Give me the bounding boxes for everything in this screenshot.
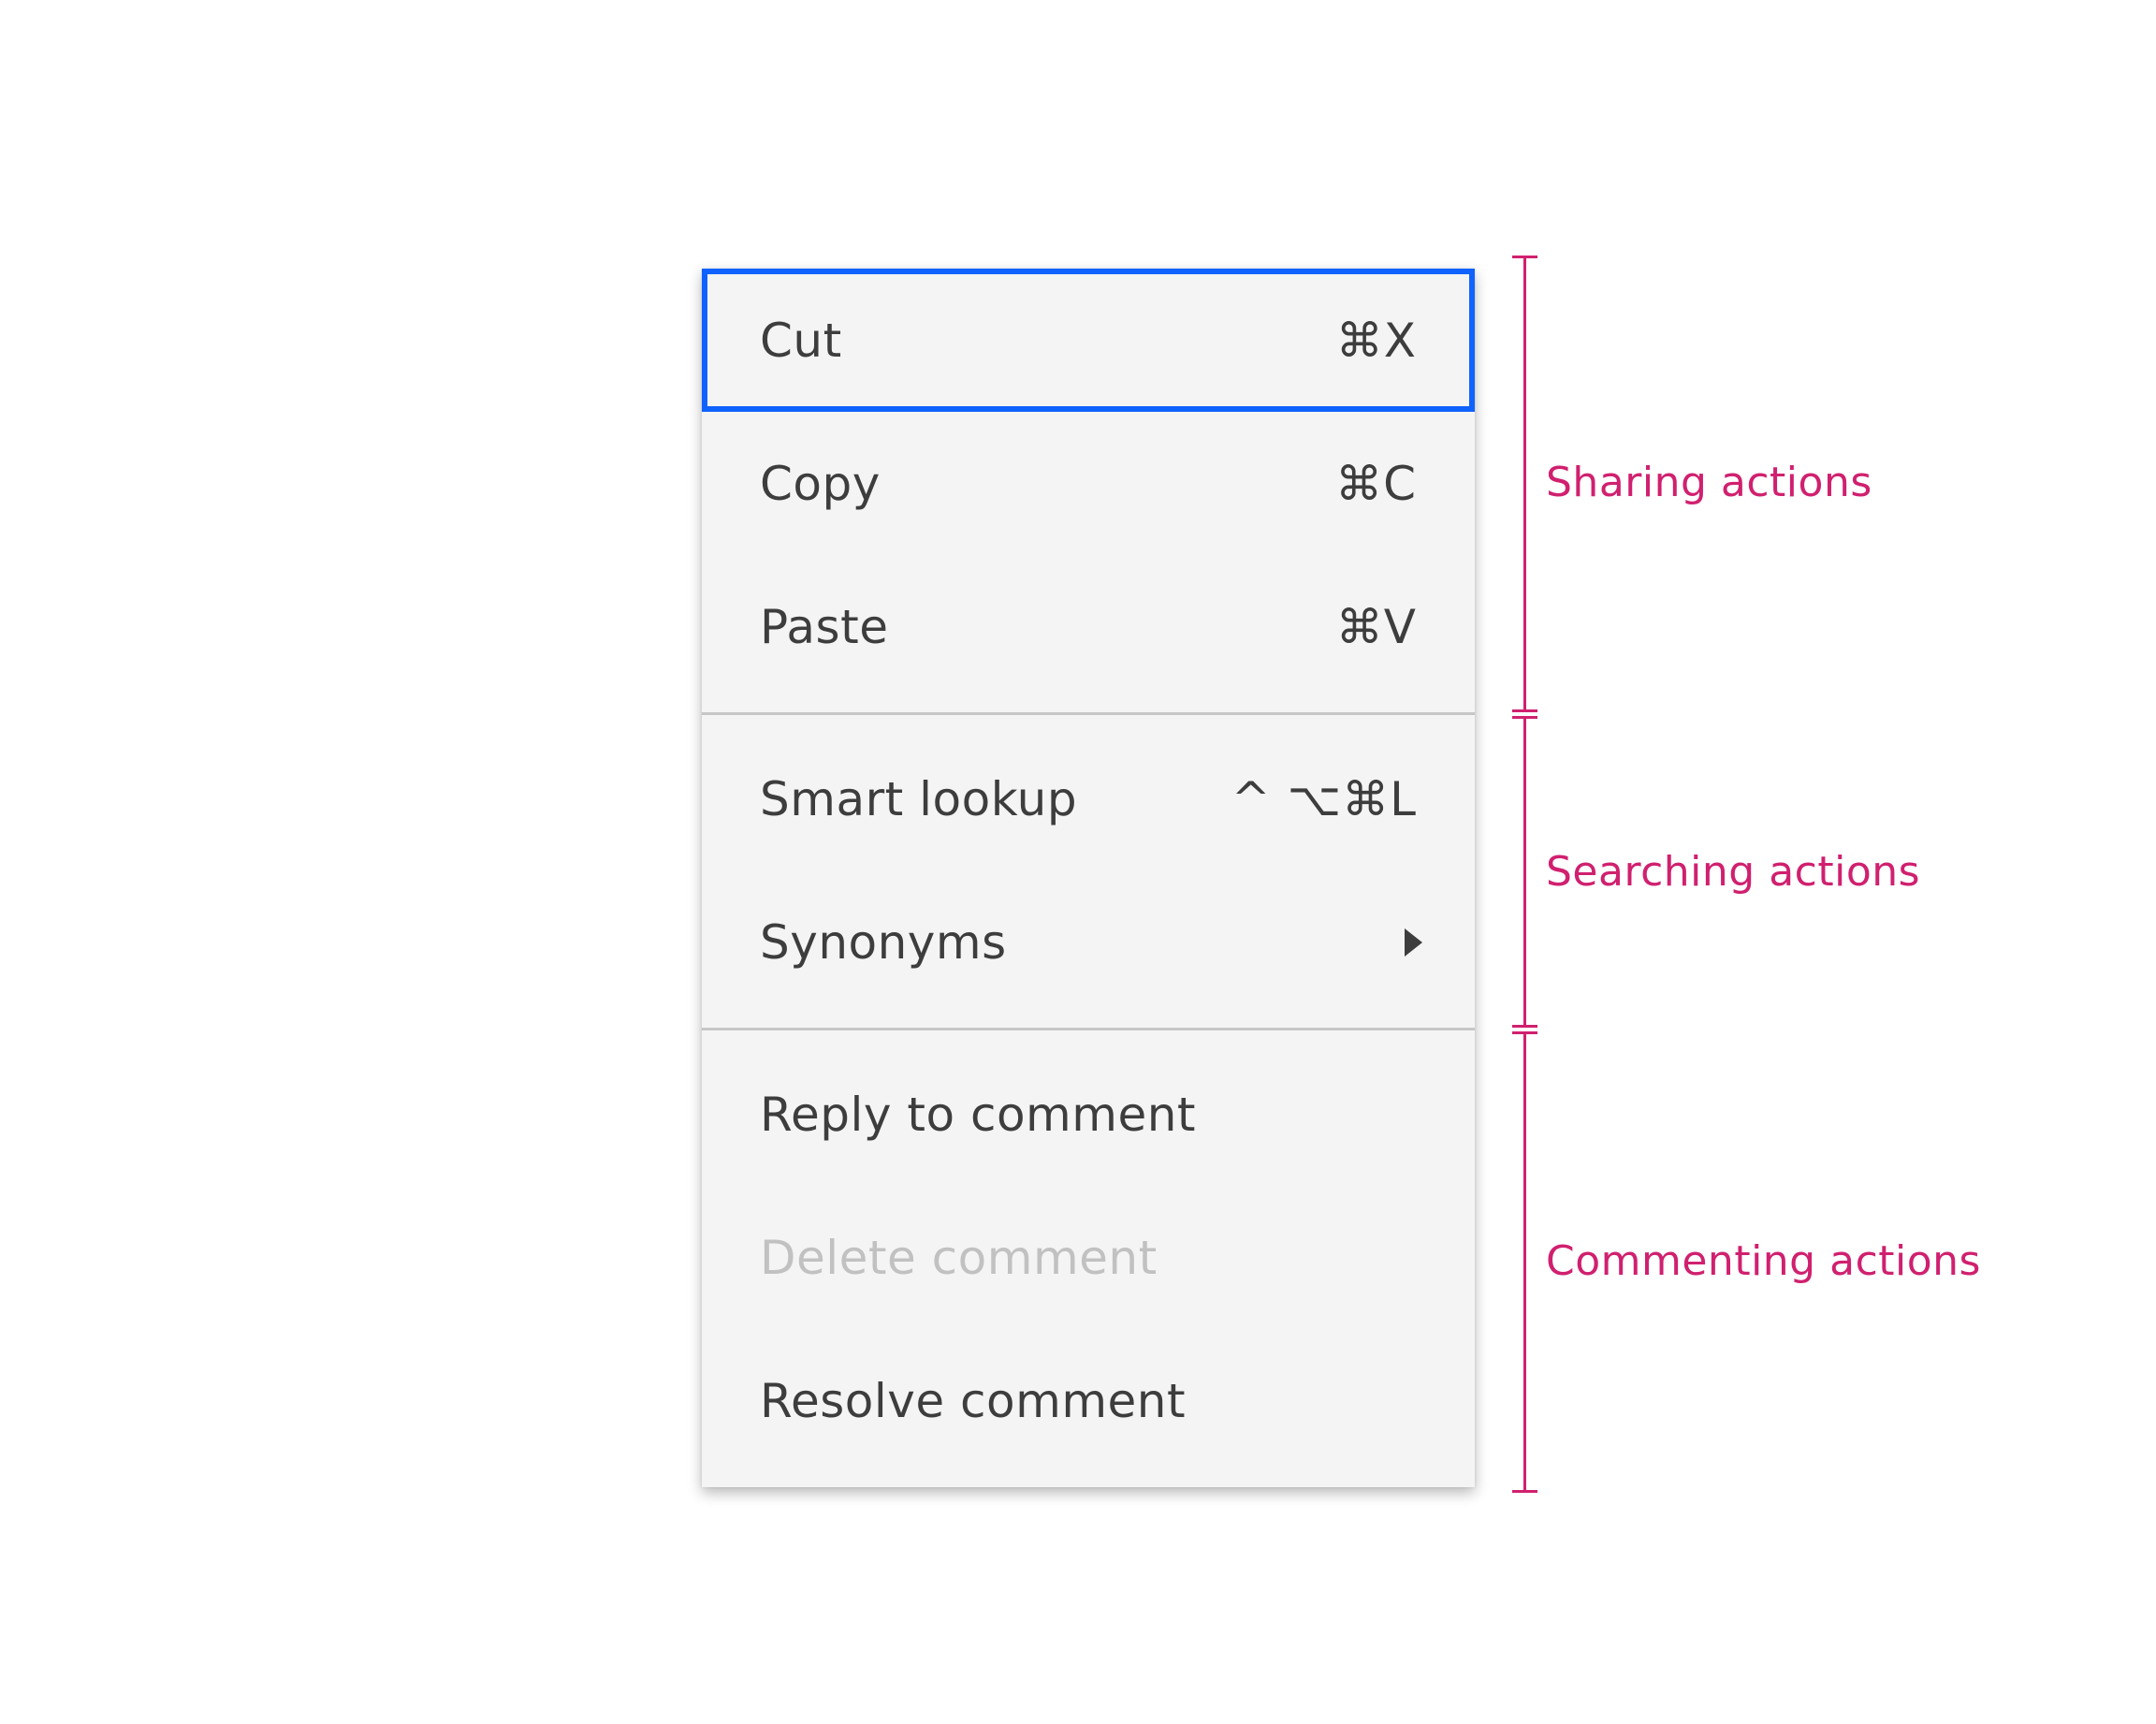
menu-divider — [702, 712, 1475, 715]
annotation-label-sharing: Sharing actions — [1546, 459, 1872, 506]
menu-item-delete-comment: Delete comment — [702, 1186, 1475, 1329]
annotation-label-searching: Searching actions — [1546, 848, 1921, 896]
annotation-label-commenting: Commenting actions — [1546, 1237, 1981, 1285]
menu-item-label: Copy — [760, 456, 881, 511]
keyboard-shortcut: ⌘X — [1335, 313, 1417, 368]
keyboard-shortcut: ⌘C — [1335, 456, 1417, 511]
menu-item-label: Synonyms — [760, 914, 1007, 970]
menu-item-label: Cut — [760, 313, 842, 368]
menu-item-label: Delete comment — [760, 1230, 1158, 1285]
menu-item-paste[interactable]: Paste ⌘V — [702, 555, 1475, 698]
menu-item-smart-lookup[interactable]: Smart lookup ^ ⌥⌘L — [702, 727, 1475, 870]
menu-item-label: Reply to comment — [760, 1087, 1197, 1142]
menu-item-resolve-comment[interactable]: Resolve comment — [702, 1329, 1475, 1472]
menu-item-label: Paste — [760, 599, 889, 654]
menu-item-reply-to-comment[interactable]: Reply to comment — [702, 1043, 1475, 1186]
menu-item-synonyms[interactable]: Synonyms — [702, 870, 1475, 1014]
context-menu: Cut ⌘X Copy ⌘C Paste ⌘V Smart lookup ^ ⌥… — [702, 269, 1475, 1487]
menu-divider — [702, 1028, 1475, 1030]
caret-right-icon — [1405, 928, 1422, 957]
keyboard-shortcut: ⌘V — [1335, 599, 1417, 654]
menu-item-cut[interactable]: Cut ⌘X — [702, 269, 1475, 412]
menu-item-label: Smart lookup — [760, 771, 1078, 826]
keyboard-shortcut: ^ ⌥⌘L — [1231, 771, 1417, 826]
menu-item-label: Resolve comment — [760, 1373, 1187, 1428]
menu-item-copy[interactable]: Copy ⌘C — [702, 412, 1475, 555]
